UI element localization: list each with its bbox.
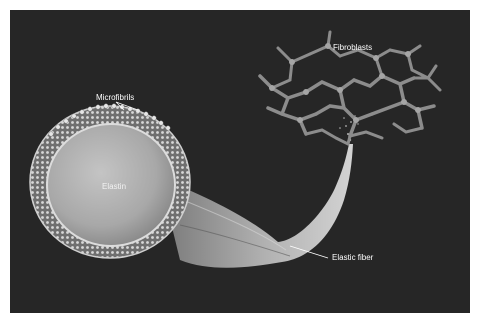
microfibrils-label: Microfibrils [96,93,134,103]
fibroblasts-label: Fibroblasts [333,43,372,53]
elastic-fiber-illustration [10,10,470,313]
elastic-fiber-label: Elastic fiber [332,253,373,263]
elastin-label: Elastin [102,182,126,192]
elastic-fiber-shape [160,144,353,268]
illustration-panel: Microfibrils Fibroblasts Elastin Elastic… [10,10,470,313]
